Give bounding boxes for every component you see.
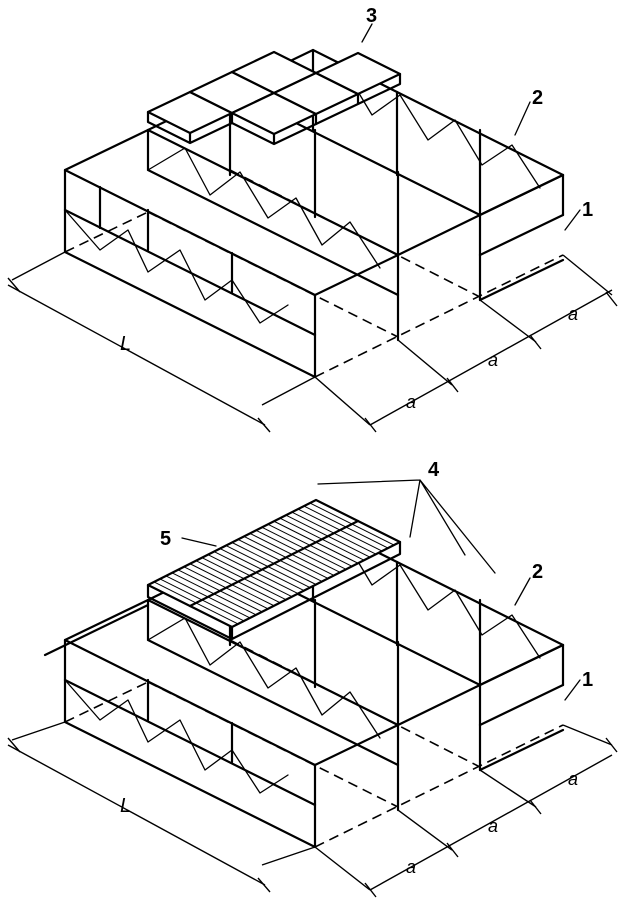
top-callout-1: 1 bbox=[582, 199, 593, 221]
top-callout-leaders bbox=[361, 23, 581, 231]
top-base-dashed bbox=[64, 169, 564, 378]
roof-strip-hatching bbox=[153, 502, 395, 625]
hatch-line bbox=[303, 505, 389, 549]
hatch-line bbox=[279, 517, 365, 561]
bottom-dim-a-3: a bbox=[568, 769, 578, 789]
hatch-line bbox=[189, 563, 275, 607]
hatch-line bbox=[297, 508, 383, 552]
top-roof-panels bbox=[146, 50, 402, 146]
top-truss-block-1 bbox=[63, 128, 400, 379]
bottom-callout-leaders bbox=[181, 479, 581, 701]
hatch-line bbox=[165, 575, 251, 619]
bottom-dim-L: L bbox=[120, 795, 131, 817]
hatch-line bbox=[243, 535, 329, 579]
hatch-line bbox=[213, 551, 299, 595]
top-callout-3: 3 bbox=[366, 5, 377, 27]
bottom-roof-strip bbox=[146, 498, 402, 641]
hatch-line bbox=[261, 526, 347, 570]
hatch-line bbox=[273, 520, 359, 564]
bottom-truss-block-1 bbox=[43, 598, 400, 849]
hatch-line bbox=[177, 569, 263, 613]
hatch-line bbox=[171, 572, 257, 616]
hatch-line bbox=[201, 557, 287, 601]
hatch-line bbox=[219, 548, 305, 592]
top-dimensions bbox=[7, 251, 618, 433]
bottom-dim-a-1: a bbox=[406, 857, 416, 877]
hatch-line bbox=[225, 545, 311, 588]
bottom-figure: 4 5 2 1 L a a a bbox=[7, 459, 618, 898]
top-dim-a-3: a bbox=[568, 304, 578, 324]
hatch-line bbox=[309, 502, 395, 546]
bottom-callout-1: 1 bbox=[582, 669, 593, 691]
hatch-line bbox=[207, 554, 293, 598]
top-dim-L: L bbox=[120, 333, 131, 355]
hatch-line bbox=[237, 539, 323, 582]
bottom-callout-2: 2 bbox=[532, 561, 543, 583]
hatch-line bbox=[255, 529, 341, 573]
top-dim-a-2: a bbox=[488, 350, 498, 370]
hatch-line bbox=[285, 514, 371, 558]
bottom-callout-5: 5 bbox=[160, 528, 171, 550]
hatch-line bbox=[291, 511, 377, 555]
bottom-dim-a-2: a bbox=[488, 816, 498, 836]
hatch-line bbox=[183, 566, 269, 610]
top-callout-2: 2 bbox=[532, 87, 543, 109]
top-figure: 3 2 1 L a a a bbox=[7, 5, 618, 433]
top-dim-a-1: a bbox=[406, 392, 416, 412]
hatch-line bbox=[267, 523, 353, 567]
bottom-callout-4: 4 bbox=[428, 459, 440, 481]
hatch-line bbox=[153, 581, 239, 625]
hatch-line bbox=[231, 542, 317, 585]
bottom-dimensions bbox=[7, 721, 618, 898]
hatch-line bbox=[195, 560, 281, 604]
bottom-base-dashed bbox=[64, 639, 564, 848]
hatch-line bbox=[159, 578, 245, 622]
hatch-line bbox=[249, 532, 335, 576]
